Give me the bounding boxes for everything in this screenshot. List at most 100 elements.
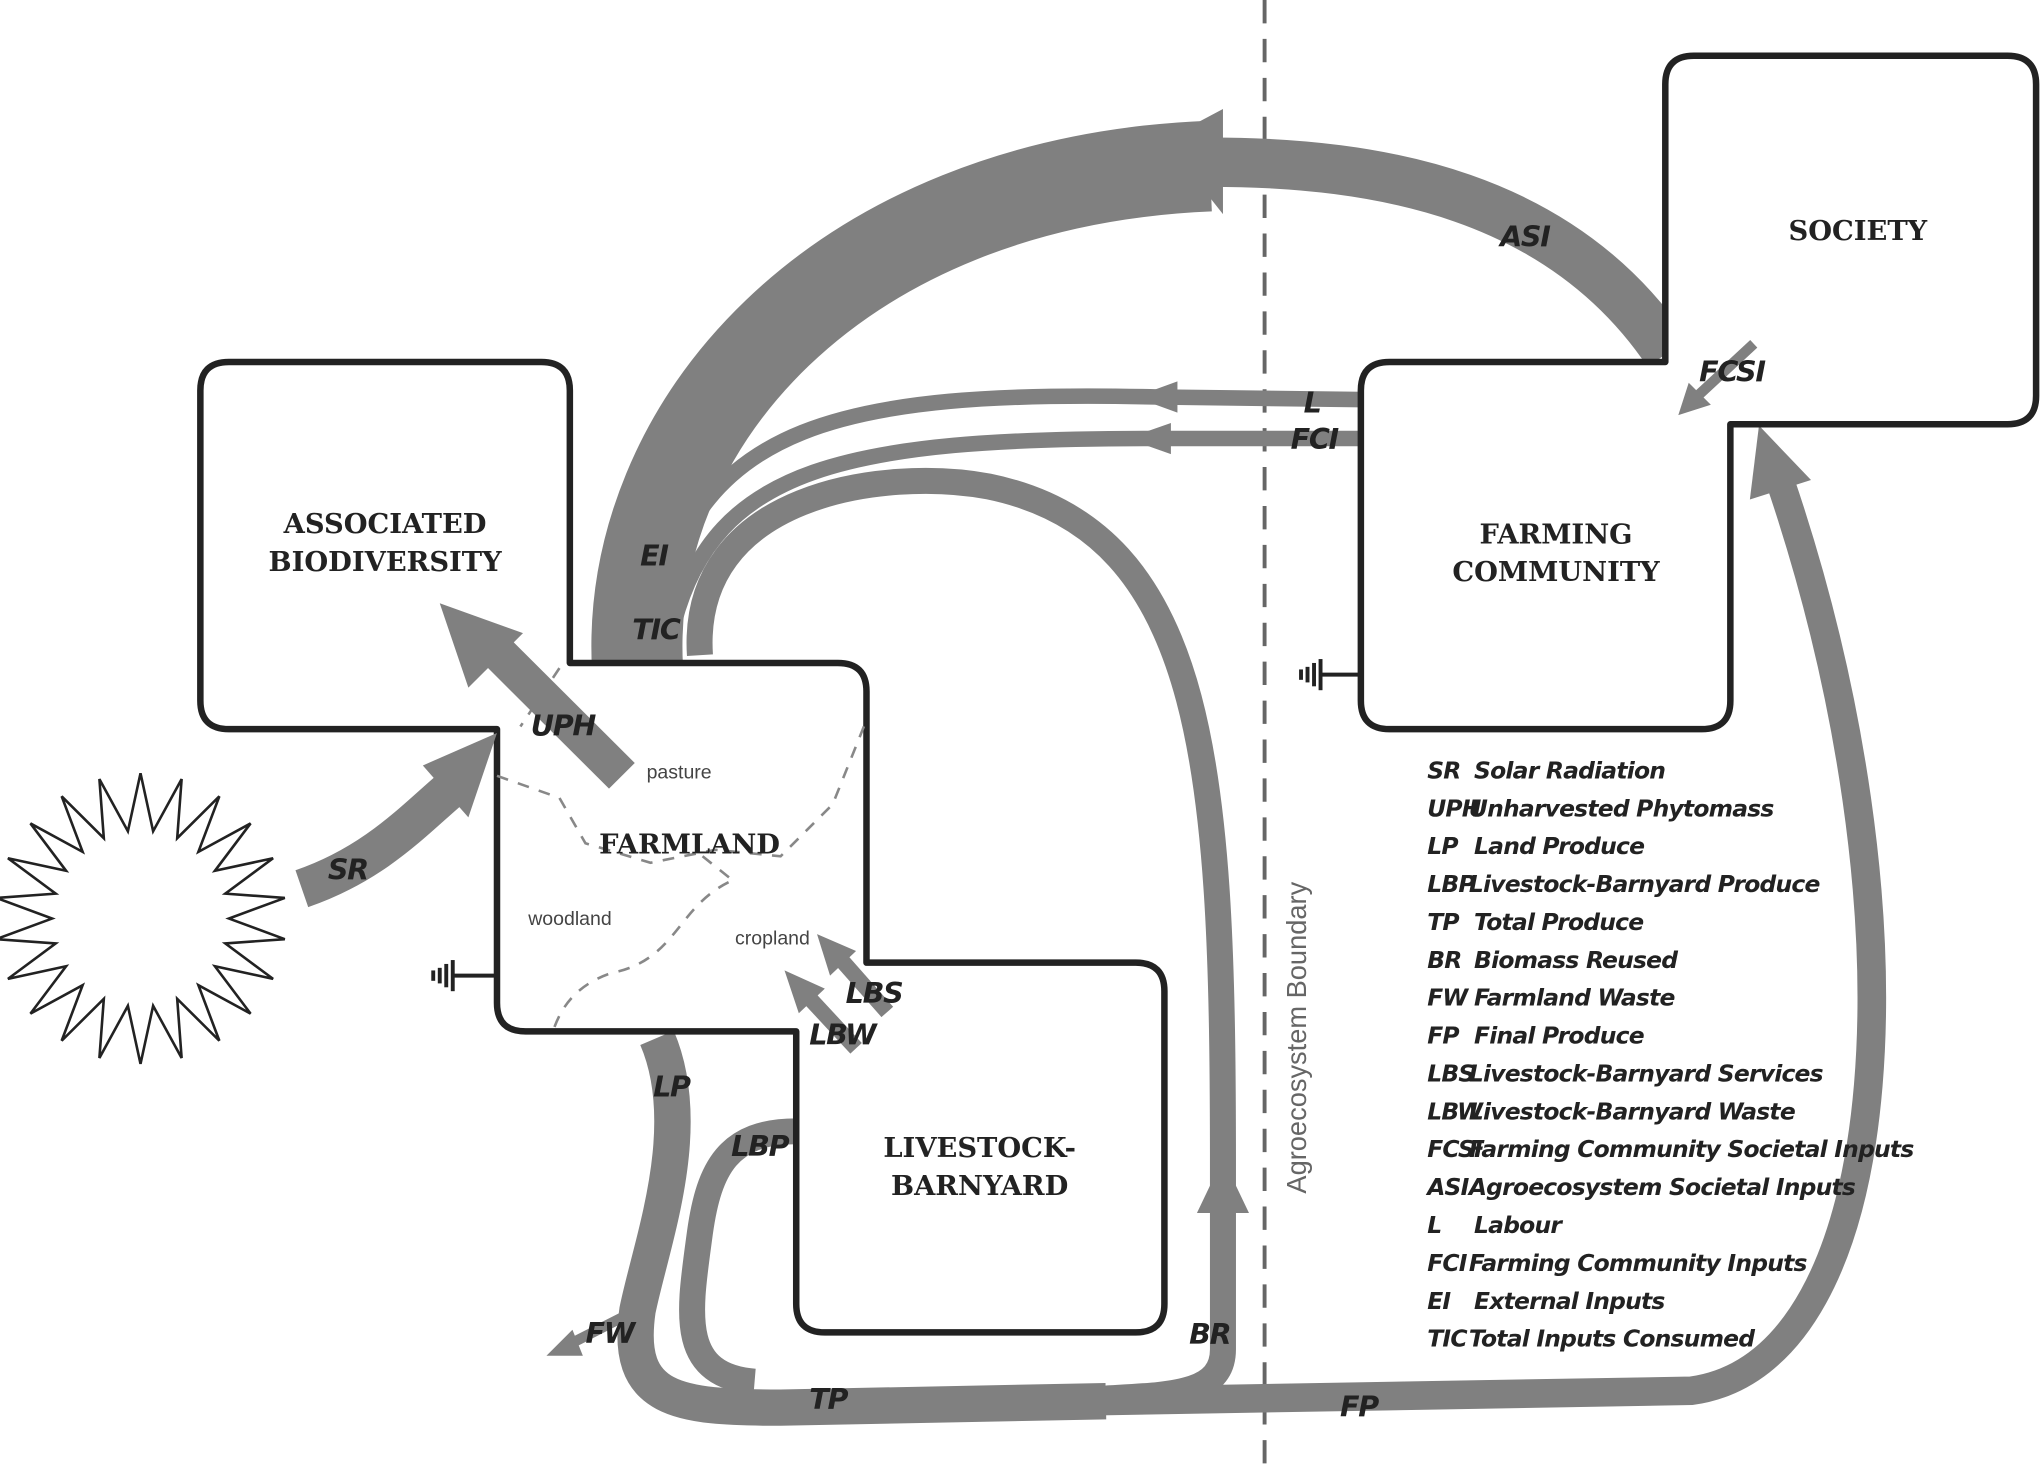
fw-arrowhead [546, 1329, 583, 1356]
flow-asi [1209, 137, 1689, 367]
legend-abbr: FCSI [1427, 1135, 1483, 1163]
legend-abbr: FCI [1427, 1249, 1468, 1277]
legend-abbr: FW [1427, 984, 1469, 1012]
legend-abbr: LP [1427, 832, 1458, 860]
associated-biodiversity-title-1: ASSOCIATED [283, 508, 487, 540]
flow-fw [570, 1308, 634, 1348]
woodland-boundary [551, 881, 730, 1032]
uph-arrowhead [439, 603, 524, 688]
flow-fp [728, 475, 1887, 1422]
region-woodland: woodland [527, 908, 611, 930]
legend-abbr: SR [1427, 756, 1460, 784]
region-pasture: pasture [647, 761, 712, 783]
fci-arrowhead [1126, 422, 1171, 455]
flow-sr [295, 769, 468, 908]
legend-abbr: FP [1427, 1022, 1459, 1050]
flow-lbp [679, 1118, 797, 1395]
farming-community-title-2: COMMUNITY [1452, 556, 1660, 588]
label-tp: TP [809, 1382, 848, 1416]
flow-lbs [833, 952, 894, 1018]
farmland-title: FARMLAND [599, 829, 780, 861]
legend-abbr: BR [1427, 946, 1461, 974]
label-fcsi: FCSI [1699, 354, 1766, 388]
lbw-arrowhead [784, 970, 825, 1014]
livestock-title-2: BARNYARD [891, 1170, 1068, 1202]
legend-label: Farmland Waste [1474, 984, 1675, 1012]
lbs-arrowhead [817, 934, 857, 976]
pasture-boundary [496, 719, 868, 865]
flow-fcsi [1694, 340, 1758, 400]
label-fci: FCI [1291, 422, 1340, 456]
label-asi: ASI [1498, 220, 1551, 254]
legend-abbr: L [1427, 1211, 1441, 1239]
label-uph: UPH [531, 709, 597, 743]
legend-abbr: ASI [1425, 1173, 1469, 1201]
legend-label: External Inputs [1474, 1287, 1665, 1315]
legend-label: Solar Radiation [1474, 756, 1665, 784]
label-ei: EI [640, 539, 669, 573]
legend-item: SR Solar Radiation [1427, 756, 1666, 784]
flow-l [649, 388, 1361, 612]
flow-lbw [800, 989, 862, 1054]
legend-label: Biomass Reused [1474, 946, 1678, 974]
livestock-title-1: LIVESTOCK- [883, 1132, 1076, 1164]
legend-item: EI External Inputs [1427, 1287, 1666, 1315]
legend-label: Livestock-Barnyard Produce [1469, 870, 1820, 898]
label-lbp: LBP [731, 1129, 789, 1163]
legend-label: Livestock-Barnyard Services [1469, 1060, 1824, 1088]
label-lbw: LBW [809, 1017, 878, 1051]
legend-label: Total Produce [1474, 908, 1643, 936]
fp-arrowhead [1749, 425, 1812, 500]
flow-lp [617, 1030, 1107, 1426]
br-arrowhead [1196, 1158, 1249, 1214]
label-sr: SR [328, 853, 368, 887]
legend-label: Final Produce [1474, 1022, 1644, 1050]
label-tic: TIC [632, 613, 681, 647]
associated-biodiversity-title-2: BIODIVERSITY [269, 546, 503, 578]
legend-abbr: LBP [1427, 870, 1475, 898]
region-cropland: cropland [735, 928, 810, 950]
boundary-label: Agroecosystem Boundary [1281, 881, 1312, 1193]
sun-icon [0, 772, 286, 1065]
legend-label: Total Inputs Consumed [1469, 1325, 1755, 1353]
legend-abbr: LBS [1427, 1060, 1474, 1088]
flow-br [686, 467, 1236, 1412]
farmland-sink-icon [431, 960, 497, 992]
legend-label: Unharvested Phytomass [1469, 794, 1775, 822]
fcsi-arrowhead [1678, 382, 1711, 416]
legend-label: Farming Community Societal Inputs [1469, 1135, 1915, 1163]
legend-label: Labour [1474, 1211, 1563, 1239]
flow-uph [481, 635, 635, 789]
legend-item: BR Biomass Reused [1427, 946, 1679, 974]
partition-dash [519, 667, 736, 884]
legend-item: FP Final Produce [1427, 1022, 1644, 1050]
legend-label: Livestock-Barnyard Waste [1469, 1097, 1795, 1125]
society-title: SOCIETY [1789, 215, 1928, 247]
label-lp: LP [653, 1069, 691, 1103]
legend-abbr: EI [1427, 1287, 1451, 1315]
legend-label: Agroecosystem Societal Inputs [1467, 1173, 1856, 1201]
legend-abbr: TIC [1427, 1325, 1467, 1353]
l-arrowhead [1134, 381, 1178, 413]
legend-abbr: UPH [1427, 794, 1482, 822]
community-sink-icon [1299, 659, 1361, 691]
flow-fci [666, 430, 1361, 625]
legend-abbr: LBW [1427, 1097, 1484, 1125]
sr-arrowhead [422, 733, 497, 818]
legend-label: Farming Community Inputs [1469, 1249, 1808, 1277]
asi-arrowhead [1164, 108, 1223, 215]
label-fw: FW [585, 1316, 636, 1350]
